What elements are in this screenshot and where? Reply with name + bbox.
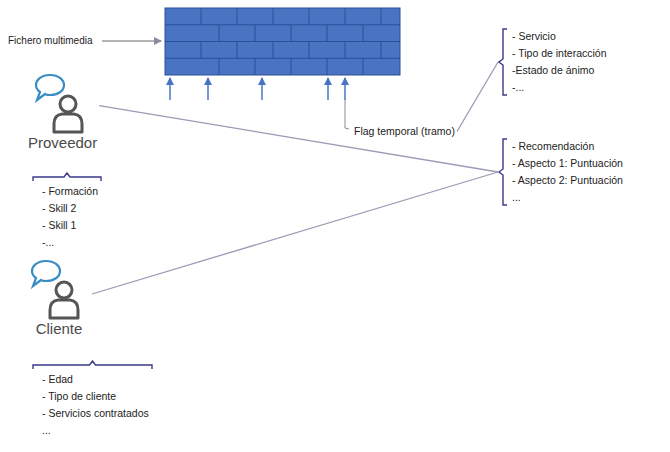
connector-line (457, 62, 498, 132)
list-item: - Formación (42, 183, 98, 200)
brick-joint (309, 42, 310, 59)
brick-joint (363, 25, 364, 42)
leader-line (345, 100, 349, 129)
speech-bubble (32, 261, 60, 286)
actor-icon: Proveedor (26, 72, 99, 152)
file-label: Fichero multimedia (8, 34, 92, 47)
brick-joint (201, 8, 202, 25)
list-item: -... (42, 234, 98, 251)
list-item: - Edad (42, 371, 149, 388)
list-item: - Tipo de cliente (42, 388, 149, 405)
brick-joint (381, 42, 382, 59)
time-flag-arrow (261, 78, 263, 100)
bracket (498, 28, 510, 96)
bracket (32, 360, 153, 370)
brick-joint (237, 8, 238, 25)
list-item: - Skill 1 (42, 217, 98, 234)
bracket-line (499, 29, 507, 95)
brick-joint (291, 58, 292, 75)
list-item: -... (512, 79, 607, 96)
list-item: ... (42, 422, 149, 439)
brick-joint (165, 24, 400, 25)
list-item: - Recomendación (512, 138, 623, 155)
attribute-list: - Edad- Tipo de cliente- Servicios contr… (32, 360, 153, 439)
brick-joint (309, 8, 310, 25)
person-head (60, 96, 76, 112)
bracket (32, 172, 102, 182)
brick-joint (363, 58, 364, 75)
brick-joint (219, 25, 220, 42)
brick-joint (201, 42, 202, 59)
bracket-line (33, 361, 152, 369)
list-item: Flag temporal (tramo) (354, 123, 455, 140)
person-body (54, 114, 82, 132)
brick-joint (273, 8, 274, 25)
brick-joint (291, 25, 292, 42)
flag-label: Flag temporal (tramo) (352, 122, 457, 141)
pointer-arrow (102, 41, 161, 42)
brick-joint (327, 25, 328, 42)
brick-joint (345, 8, 346, 25)
bracket-line (499, 139, 507, 205)
list-item: -Estado de ánimo (512, 62, 607, 79)
actor-icon: Cliente (26, 258, 92, 338)
person-icon (28, 258, 90, 320)
list-item: - Skill 2 (42, 200, 98, 217)
brick-joint (237, 42, 238, 59)
connector-line (92, 172, 498, 294)
brick-joint (165, 58, 400, 59)
person-icon (32, 72, 94, 134)
brick-joint (255, 25, 256, 42)
actor-name: Proveedor (28, 134, 97, 152)
brick-joint (255, 58, 256, 75)
brick-joint (273, 42, 274, 59)
attribute-list: - Servicio- Tipo de interacción-Estado d… (498, 28, 609, 96)
list-item: ... (512, 189, 623, 206)
list-item: - Tipo de interacción (512, 45, 607, 62)
list-item: - Servicio (512, 28, 607, 45)
wall-body (165, 8, 400, 75)
time-flag-arrow (327, 78, 329, 100)
attribute-list: - Recomendación- Aspecto 1: Puntuación- … (498, 138, 625, 206)
brick-joint (381, 8, 382, 25)
attribute-list: - Formación- Skill 2- Skill 1-... (32, 172, 102, 251)
brick-joint (345, 42, 346, 59)
brick-joint (165, 41, 400, 42)
brick-joint (327, 58, 328, 75)
actor-name: Cliente (28, 320, 90, 338)
time-flag-arrow (169, 78, 171, 100)
brick-joint (219, 58, 220, 75)
time-flag-arrow (207, 78, 209, 100)
person-body (50, 300, 78, 318)
bracket (498, 138, 510, 206)
connector-line (99, 106, 498, 172)
time-flag-arrow (344, 78, 346, 100)
brick-wall (165, 8, 400, 75)
list-item: - Aspecto 2: Puntuación (512, 172, 623, 189)
person-head (56, 282, 72, 298)
list-item: - Servicios contratados (42, 405, 149, 422)
speech-bubble (36, 75, 64, 100)
list-item: - Aspecto 1: Puntuación (512, 155, 623, 172)
bracket-line (33, 173, 101, 181)
